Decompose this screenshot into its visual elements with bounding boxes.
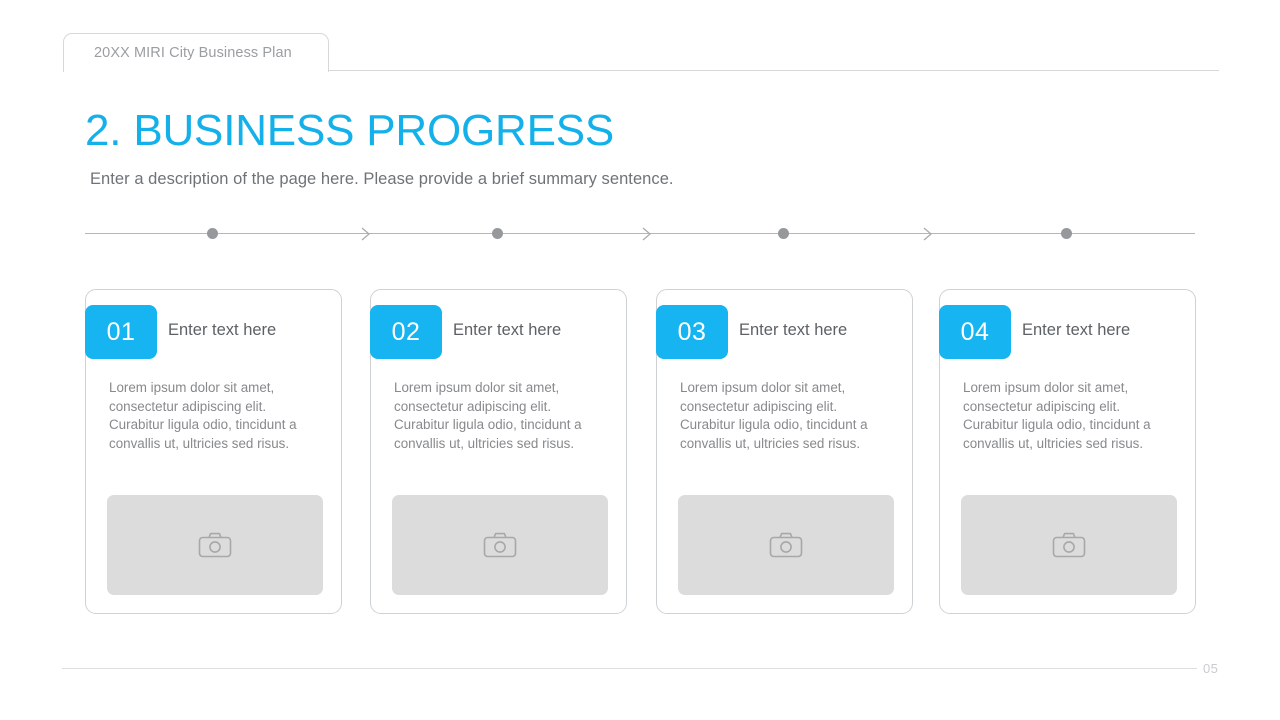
progress-card-01[interactable]: 01 Enter text here Lorem ipsum dolor sit… [85,289,342,614]
card-heading: Enter text here [453,321,562,339]
progress-card-row: 01 Enter text here Lorem ipsum dolor sit… [85,289,1196,614]
camera-icon [198,531,232,559]
chevron-right-icon-2 [641,226,653,242]
card-number-badge: 02 [370,305,442,359]
camera-icon [483,531,517,559]
camera-icon [1052,531,1086,559]
slide-header: 20XX MIRI City Business Plan [0,0,1280,90]
header-tab[interactable]: 20XX MIRI City Business Plan [63,33,329,72]
header-tab-label: 20XX MIRI City Business Plan [94,45,292,61]
card-body-text: Lorem ipsum dolor sit amet, consectetur … [394,380,582,451]
card-heading: Enter text here [739,321,848,339]
page-subtitle: Enter a description of the page here. Pl… [90,170,674,188]
chevron-right-icon-1 [360,226,372,242]
progress-card-02[interactable]: 02 Enter text here Lorem ipsum dolor sit… [370,289,627,614]
card-number-badge: 04 [939,305,1011,359]
progress-card-04[interactable]: 04 Enter text here Lorem ipsum dolor sit… [939,289,1196,614]
card-number-badge: 01 [85,305,157,359]
card-body-text: Lorem ipsum dolor sit amet, consectetur … [680,380,868,451]
page-number: 05 [1203,661,1219,676]
card-heading: Enter text here [1022,321,1131,339]
timeline-dot-1[interactable] [207,228,218,239]
card-body-text: Lorem ipsum dolor sit amet, consectetur … [109,380,297,451]
card-image-placeholder[interactable] [678,495,894,595]
chevron-right-icon-3 [922,226,934,242]
card-image-placeholder[interactable] [392,495,608,595]
timeline-dot-4[interactable] [1061,228,1072,239]
camera-icon [769,531,803,559]
timeline-dot-2[interactable] [492,228,503,239]
card-image-placeholder[interactable] [107,495,323,595]
header-divider-line [329,70,1219,71]
card-number-badge: 03 [656,305,728,359]
progress-card-03[interactable]: 03 Enter text here Lorem ipsum dolor sit… [656,289,913,614]
card-image-placeholder[interactable] [961,495,1177,595]
card-heading: Enter text here [168,321,277,339]
timeline-dot-3[interactable] [778,228,789,239]
page-title: 2. BUSINESS PROGRESS [85,106,615,155]
card-body-text: Lorem ipsum dolor sit amet, consectetur … [963,380,1151,451]
footer-divider-line [62,668,1197,670]
progress-timeline [85,218,1195,250]
timeline-baseline [85,233,1195,235]
